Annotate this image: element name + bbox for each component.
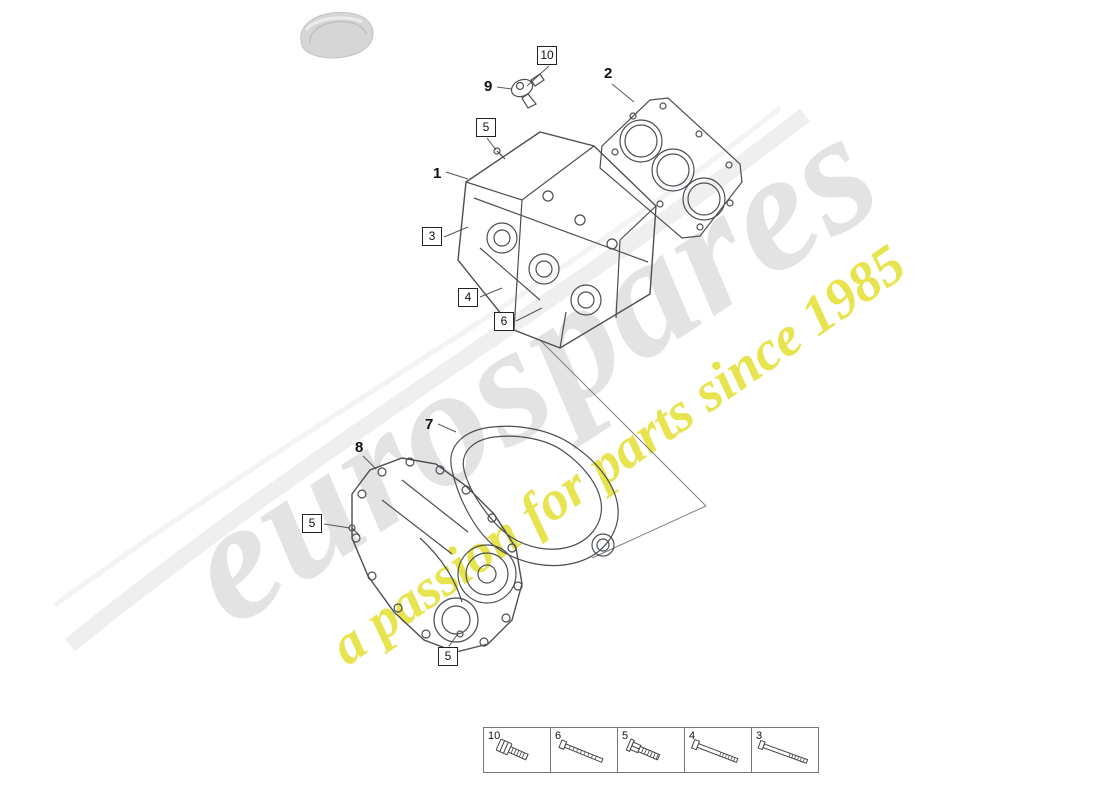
- callout-label: 2: [604, 65, 613, 82]
- callout-part-5b[interactable]: 5: [302, 514, 322, 533]
- callout-part-9[interactable]: 9: [484, 78, 492, 95]
- fastener-legend-table: 10 6: [483, 727, 819, 773]
- callout-label: 10: [540, 48, 554, 62]
- socket-head-bolt-icon: [495, 738, 529, 761]
- callout-part-2[interactable]: 2: [604, 65, 612, 82]
- callout-part-3[interactable]: 3: [422, 227, 442, 246]
- callout-label: 3: [428, 229, 436, 243]
- callout-part-4[interactable]: 4: [458, 288, 478, 307]
- legend-cell-3[interactable]: 3: [752, 728, 818, 772]
- callout-label: 7: [425, 416, 434, 433]
- callout-label: 6: [500, 314, 508, 328]
- callout-part-5c[interactable]: 5: [438, 647, 458, 666]
- callout-label: 1: [433, 165, 442, 182]
- legend-number: 10: [488, 730, 501, 742]
- callout-label: 5: [444, 649, 452, 663]
- legend-number: 4: [689, 730, 696, 742]
- callout-part-1[interactable]: 1: [433, 165, 441, 182]
- cylinder-head-drawing: [457, 131, 657, 349]
- exploded-axis-lines: [539, 339, 707, 559]
- callout-part-6[interactable]: 6: [494, 312, 514, 331]
- car-silhouette-graphic: [300, 11, 374, 59]
- callout-part-10[interactable]: 10: [537, 46, 557, 65]
- extra-long-screw-icon: [757, 739, 809, 764]
- legend-number: 5: [622, 730, 629, 742]
- callout-part-8[interactable]: 8: [355, 439, 363, 456]
- legend-number: 6: [555, 730, 562, 742]
- long-thin-screw-icon: [558, 739, 604, 763]
- callout-label: 5: [308, 516, 316, 530]
- callout-label: 9: [484, 78, 493, 95]
- legend-cell-5[interactable]: 5: [618, 728, 685, 772]
- callout-leader-lines: [323, 65, 635, 647]
- legend-cell-10[interactable]: 10: [484, 728, 551, 772]
- legend-number: 3: [756, 730, 763, 742]
- flanged-hex-bolt-icon: [625, 738, 661, 761]
- valve-cover-gasket-drawing: [450, 425, 619, 567]
- callout-label: 8: [355, 439, 364, 456]
- timing-case-cover-drawing: [348, 457, 523, 653]
- legend-cell-6[interactable]: 6: [551, 728, 618, 772]
- callout-label: 5: [482, 120, 490, 134]
- legend-cell-4[interactable]: 4: [685, 728, 752, 772]
- camshaft-sensor-drawing: [510, 73, 545, 109]
- head-gasket-drawing: [599, 97, 743, 239]
- callout-part-7[interactable]: 7: [425, 416, 433, 433]
- long-screw-icon: [690, 738, 739, 764]
- callout-label: 4: [464, 290, 472, 304]
- callout-part-5a[interactable]: 5: [476, 118, 496, 137]
